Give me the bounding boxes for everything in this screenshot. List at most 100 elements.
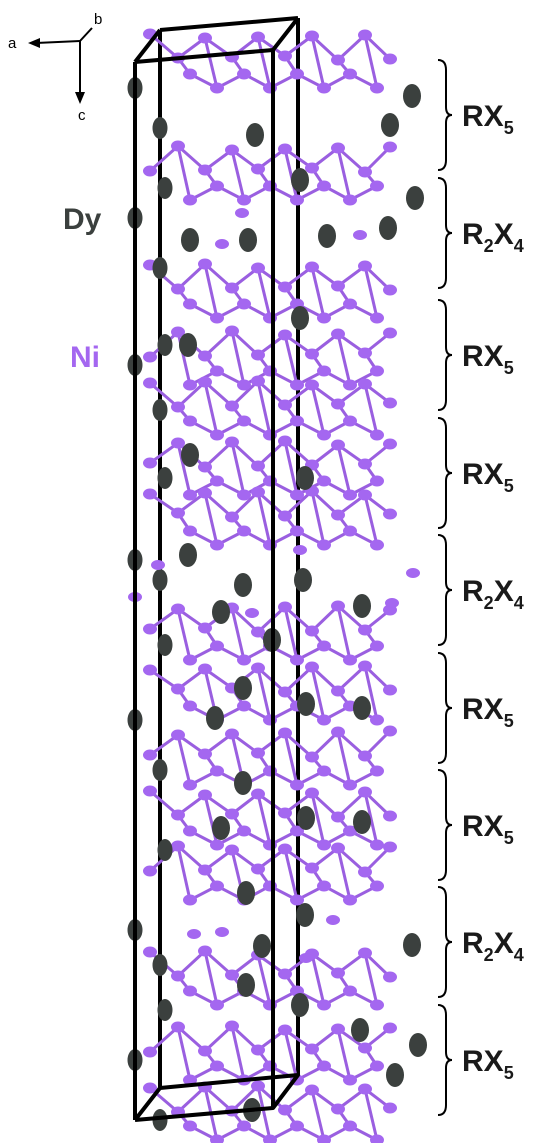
dy-atom (181, 228, 199, 252)
ni-bond (310, 1088, 326, 1142)
ni-bond (230, 1024, 246, 1082)
ni-atom (305, 787, 319, 799)
ni-atom (210, 180, 224, 192)
ni-atom (183, 1120, 197, 1132)
ni-atom (251, 262, 265, 274)
ni-atom (358, 1042, 372, 1054)
ni-bond (256, 35, 272, 90)
ni-atom (343, 825, 357, 837)
ni-atom (305, 162, 319, 174)
ni-atom (331, 398, 345, 410)
dy-atom (152, 1109, 168, 1131)
ni-atom (171, 326, 185, 338)
block-brace (437, 59, 453, 171)
ni-atom (317, 539, 331, 551)
ni-atom (290, 1120, 304, 1132)
ni-atom (225, 511, 239, 523)
block-label: R2X4 (462, 927, 524, 965)
block-brace (437, 299, 453, 411)
dy-atom (403, 84, 421, 108)
block-brace (437, 769, 453, 881)
ni-bond (363, 951, 379, 1007)
ni-atom (317, 839, 331, 851)
ni-atom (358, 786, 372, 798)
ni-atom (215, 927, 229, 937)
ni-atom (251, 31, 265, 43)
ni-atom (225, 728, 239, 740)
dy-atom (296, 466, 314, 490)
dy-atom (179, 333, 197, 357)
ni-atom (383, 725, 397, 737)
dy-atom (239, 228, 257, 252)
ni-bond (336, 443, 352, 497)
ni-atom (331, 726, 345, 738)
ni-atom (331, 328, 345, 340)
ni-atom (251, 626, 265, 638)
ni-atom (225, 844, 239, 856)
ni-atom (225, 144, 239, 156)
ni-atom (183, 825, 197, 837)
ni-atom (331, 842, 345, 854)
ni-atom (331, 1023, 345, 1035)
ni-atom (370, 475, 384, 487)
ni-atom (183, 985, 197, 997)
ni-atom (290, 194, 304, 206)
ni-atom (251, 747, 265, 759)
dy-atom (152, 569, 168, 591)
ni-atom (358, 166, 372, 178)
ni-atom (278, 727, 292, 739)
ni-atom (358, 347, 372, 359)
ni-bond (203, 36, 219, 90)
ni-atom (358, 624, 372, 636)
ni-atom (305, 348, 319, 360)
block-label: RX5 (462, 1045, 514, 1083)
ni-atom (290, 779, 304, 791)
block-label: R2X4 (462, 575, 524, 613)
ni-atom (290, 489, 304, 501)
ni-atom (278, 1024, 292, 1036)
ni-atom (183, 894, 197, 906)
ni-atom (343, 379, 357, 391)
ni-atom (143, 1046, 157, 1058)
ni-atom (237, 1120, 251, 1132)
ni-atom (383, 810, 397, 822)
dy-atom (353, 810, 371, 834)
ni-atom (343, 194, 357, 206)
dy-label: Dy (63, 203, 102, 236)
ni-bond (176, 144, 192, 202)
ni-bond (336, 332, 352, 387)
ni-bond (256, 1084, 272, 1142)
ni-atom (370, 429, 384, 441)
dy-atom (152, 954, 168, 976)
ni-atom (305, 1084, 319, 1096)
ni-atom (225, 282, 239, 294)
ni-atom (251, 863, 265, 875)
ni-bond (203, 491, 219, 547)
ni-atom (251, 1044, 265, 1056)
ni-atom (383, 508, 397, 520)
ni-atom (290, 415, 304, 427)
ni-atom (278, 686, 292, 698)
ni-atom (278, 435, 292, 447)
dy-atom (234, 676, 252, 700)
ni-atom (278, 601, 292, 613)
ni-atom (278, 281, 292, 293)
ni-bond (256, 266, 272, 320)
ni-atom (278, 329, 292, 341)
ni-atom (198, 789, 212, 801)
ni-atom (383, 141, 397, 153)
dy-atom (253, 934, 271, 958)
dy-atom (234, 573, 252, 597)
ni-bond (363, 33, 379, 90)
ni-atom (210, 365, 224, 377)
ni-atom (183, 1074, 197, 1086)
ni-atom (183, 415, 197, 427)
ni-atom (198, 748, 212, 760)
ni-bond (283, 605, 299, 662)
ni-atom (358, 458, 372, 470)
ni-atom (187, 929, 201, 939)
ni-atom (251, 375, 265, 387)
ni-atom (251, 163, 265, 175)
ni-atom (245, 608, 259, 618)
dy-atom (179, 543, 197, 567)
